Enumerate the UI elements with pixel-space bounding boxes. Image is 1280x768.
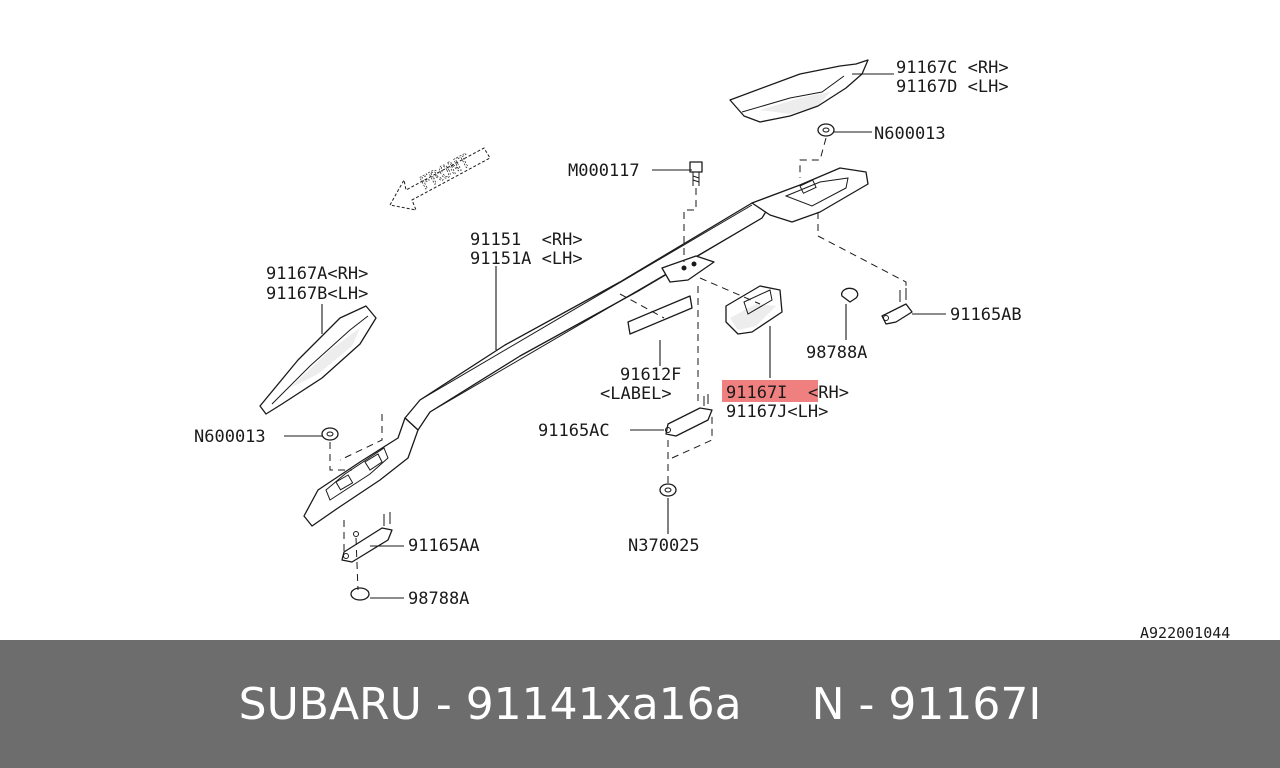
- label-n370025: N370025: [628, 536, 700, 556]
- nut-n600013-top-part: [817, 123, 835, 137]
- roof-rail-part: [303, 167, 869, 527]
- label-91167a: 91167A<RH>: [266, 264, 368, 284]
- diagram-id-code: A922001044: [1140, 624, 1230, 640]
- front-cover-part: [259, 305, 377, 415]
- nut-n370025-part: [659, 483, 677, 497]
- bracket-91165ab-part: [841, 287, 913, 325]
- front-direction-arrow: FRONT: [389, 147, 491, 211]
- label-91165ab: 91165AB: [950, 305, 1022, 325]
- nut-n600013-left-part: [321, 427, 339, 441]
- bolt-m000117-part: [689, 161, 703, 186]
- label-91167i-side: <RH>: [808, 383, 849, 403]
- center-cover-part: [725, 285, 783, 335]
- label-91151a: 91151A <LH>: [470, 249, 583, 269]
- bracket-91165ac-part: [665, 394, 713, 437]
- label-91151: 91151 <RH>: [470, 230, 583, 250]
- label-label: <LABEL>: [600, 384, 672, 404]
- label-m000117: M000117: [568, 161, 640, 181]
- label-91165aa: 91165AA: [408, 536, 480, 556]
- bracket-91165aa-part: [341, 512, 393, 563]
- label-n600013-top: N600013: [874, 124, 946, 144]
- roof-rail-exploded-view: FRONT: [194, 58, 1230, 640]
- oem-part-number: N - 91167I: [811, 678, 1042, 730]
- label-91612f: 91612F: [620, 365, 681, 385]
- label-sticker-part: [627, 295, 693, 335]
- clip-98788a-bottom-part: [350, 587, 370, 601]
- assembly-dash-lines: [329, 137, 907, 591]
- label-91167i: 91167I: [726, 383, 787, 403]
- leader-lines: [284, 73, 946, 599]
- label-91167j: 91167J<LH>: [726, 402, 828, 422]
- front-label: FRONT: [416, 150, 474, 194]
- label-98788a-bottom: 98788A: [408, 589, 469, 609]
- parts-diagram: FRONT: [194, 58, 1230, 640]
- label-91167d: 91167D <LH>: [896, 77, 1009, 97]
- label-91167c: 91167C <RH>: [896, 58, 1009, 78]
- rear-cover-part: [729, 59, 869, 123]
- caption-bar: SUBARU - 91141xa16a N - 91167I: [0, 640, 1280, 768]
- label-91165ac: 91165AC: [538, 421, 610, 441]
- center-mount-pad: [661, 255, 715, 283]
- highlight-91167i: [722, 380, 818, 402]
- label-98788a-right: 98788A: [806, 343, 867, 363]
- label-n600013-left: N600013: [194, 427, 266, 447]
- label-91167b: 91167B<LH>: [266, 284, 368, 304]
- brand-part-number: SUBARU - 91141xa16a: [238, 678, 742, 730]
